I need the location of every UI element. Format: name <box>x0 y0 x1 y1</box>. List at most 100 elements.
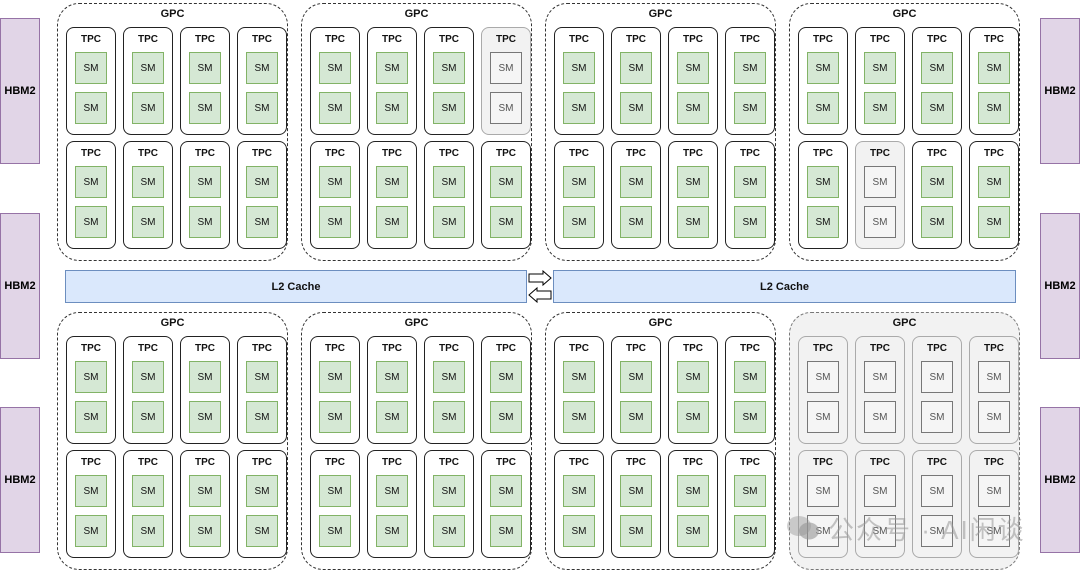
tpc-label: TPC <box>382 343 402 354</box>
sm-active: SM <box>376 206 408 238</box>
sm-active: SM <box>734 361 766 393</box>
sm-active: SM <box>563 92 595 124</box>
sm-active: SM <box>319 401 351 433</box>
gpc-label: GPC <box>404 317 429 329</box>
sm-active: SM <box>490 166 522 198</box>
sm-active: SM <box>433 401 465 433</box>
tpc-label: TPC <box>252 457 272 468</box>
sm-disabled: SM <box>921 361 953 393</box>
sm-active: SM <box>921 92 953 124</box>
sm-active: SM <box>189 92 221 124</box>
gpc-label: GPC <box>648 317 673 329</box>
sm-active: SM <box>734 92 766 124</box>
sm-active: SM <box>807 52 839 84</box>
sm-active: SM <box>246 515 278 547</box>
sm-disabled: SM <box>978 475 1010 507</box>
tpc-label: TPC <box>195 457 215 468</box>
l2-cache-right: L2 Cache <box>553 270 1016 303</box>
sm-active: SM <box>433 475 465 507</box>
sm-active: SM <box>620 401 652 433</box>
tpc-label: TPC <box>740 457 760 468</box>
gpc-label: GPC <box>648 8 673 20</box>
sm-active: SM <box>132 166 164 198</box>
sm-active: SM <box>376 92 408 124</box>
sm-active: SM <box>246 206 278 238</box>
tpc-label: TPC <box>439 34 459 45</box>
gpc-label: GPC <box>404 8 429 20</box>
tpc-label: TPC <box>325 148 345 159</box>
sm-active: SM <box>75 361 107 393</box>
tpc-label: TPC <box>813 148 833 159</box>
sm-active: SM <box>433 361 465 393</box>
tpc-label: TPC <box>382 34 402 45</box>
sm-active: SM <box>978 206 1010 238</box>
sm-active: SM <box>734 401 766 433</box>
tpc-label: TPC <box>984 148 1004 159</box>
sm-disabled: SM <box>864 206 896 238</box>
sm-active: SM <box>620 52 652 84</box>
hbm2-label: HBM2 <box>1044 474 1076 486</box>
sm-active: SM <box>376 475 408 507</box>
sm-active: SM <box>734 515 766 547</box>
sm-active: SM <box>620 361 652 393</box>
sm-active: SM <box>563 515 595 547</box>
sm-active: SM <box>319 206 351 238</box>
sm-active: SM <box>563 475 595 507</box>
tpc-label: TPC <box>626 343 646 354</box>
sm-disabled: SM <box>921 401 953 433</box>
tpc-label: TPC <box>252 343 272 354</box>
tpc-label: TPC <box>984 343 1004 354</box>
tpc-label: TPC <box>626 148 646 159</box>
sm-active: SM <box>189 475 221 507</box>
sm-active: SM <box>807 206 839 238</box>
sm-active: SM <box>807 92 839 124</box>
sm-active: SM <box>978 166 1010 198</box>
sm-active: SM <box>246 475 278 507</box>
tpc-label: TPC <box>138 343 158 354</box>
sm-active: SM <box>246 401 278 433</box>
tpc-label: TPC <box>138 34 158 45</box>
sm-active: SM <box>376 515 408 547</box>
sm-active: SM <box>563 361 595 393</box>
sm-active: SM <box>677 475 709 507</box>
sm-active: SM <box>978 52 1010 84</box>
sm-disabled: SM <box>807 361 839 393</box>
sm-active: SM <box>319 515 351 547</box>
tpc-label: TPC <box>870 34 890 45</box>
tpc-label: TPC <box>870 343 890 354</box>
sm-active: SM <box>921 166 953 198</box>
sm-active: SM <box>75 515 107 547</box>
tpc-label: TPC <box>740 34 760 45</box>
sm-active: SM <box>132 401 164 433</box>
tpc-label: TPC <box>683 457 703 468</box>
sm-active: SM <box>807 166 839 198</box>
sm-disabled: SM <box>978 515 1010 547</box>
sm-active: SM <box>246 166 278 198</box>
hbm2-label: HBM2 <box>4 280 36 292</box>
tpc-label: TPC <box>252 34 272 45</box>
sm-active: SM <box>75 475 107 507</box>
tpc-label: TPC <box>927 148 947 159</box>
